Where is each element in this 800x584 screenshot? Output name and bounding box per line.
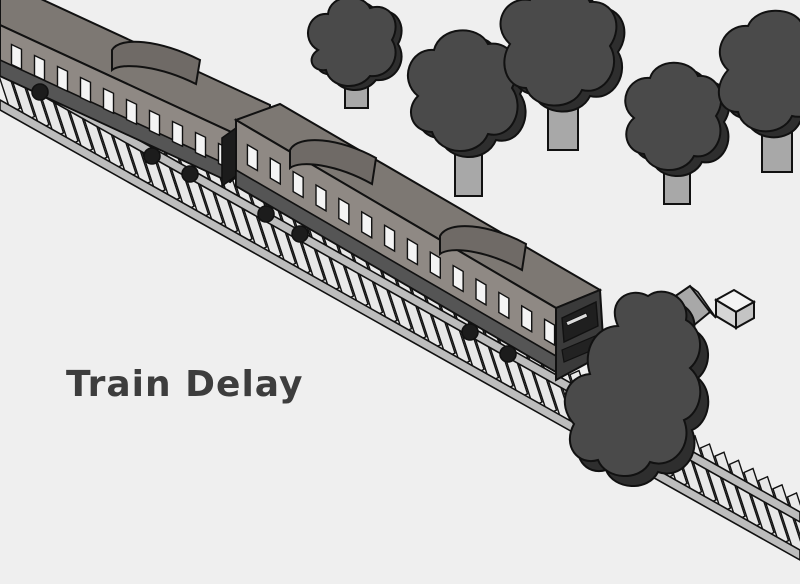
train-window bbox=[56, 65, 69, 93]
tree bbox=[499, 0, 626, 151]
tree bbox=[407, 29, 527, 197]
train-window bbox=[429, 250, 441, 280]
train-window bbox=[102, 87, 115, 115]
rear-car-windows bbox=[10, 43, 230, 170]
train-window bbox=[383, 224, 396, 253]
train-window bbox=[475, 277, 487, 307]
train-window bbox=[315, 183, 327, 213]
train-window bbox=[125, 98, 138, 126]
train-window bbox=[361, 210, 373, 239]
front-car-windows bbox=[246, 143, 556, 347]
caption-text: Train Delay bbox=[66, 364, 304, 405]
train-window bbox=[543, 318, 556, 347]
train-window bbox=[269, 156, 281, 186]
train-window bbox=[246, 143, 259, 172]
car-coupling bbox=[221, 126, 237, 188]
train-window bbox=[292, 170, 304, 199]
train-window bbox=[194, 131, 207, 159]
tree-group bbox=[307, 0, 800, 205]
train-car-rear bbox=[0, 0, 272, 184]
train-window bbox=[148, 109, 161, 137]
train-window bbox=[338, 197, 350, 226]
train-window bbox=[171, 120, 184, 148]
train-window bbox=[33, 54, 46, 82]
tree bbox=[307, 0, 403, 109]
train-window bbox=[452, 264, 464, 293]
train-window bbox=[406, 237, 419, 266]
train-window bbox=[10, 43, 23, 71]
train-window bbox=[79, 76, 92, 104]
tree-stump bbox=[714, 288, 756, 330]
train-window bbox=[498, 291, 510, 320]
fallen-tree bbox=[563, 284, 717, 487]
train-window bbox=[521, 304, 533, 333]
tree bbox=[624, 61, 731, 205]
tree bbox=[718, 9, 800, 173]
